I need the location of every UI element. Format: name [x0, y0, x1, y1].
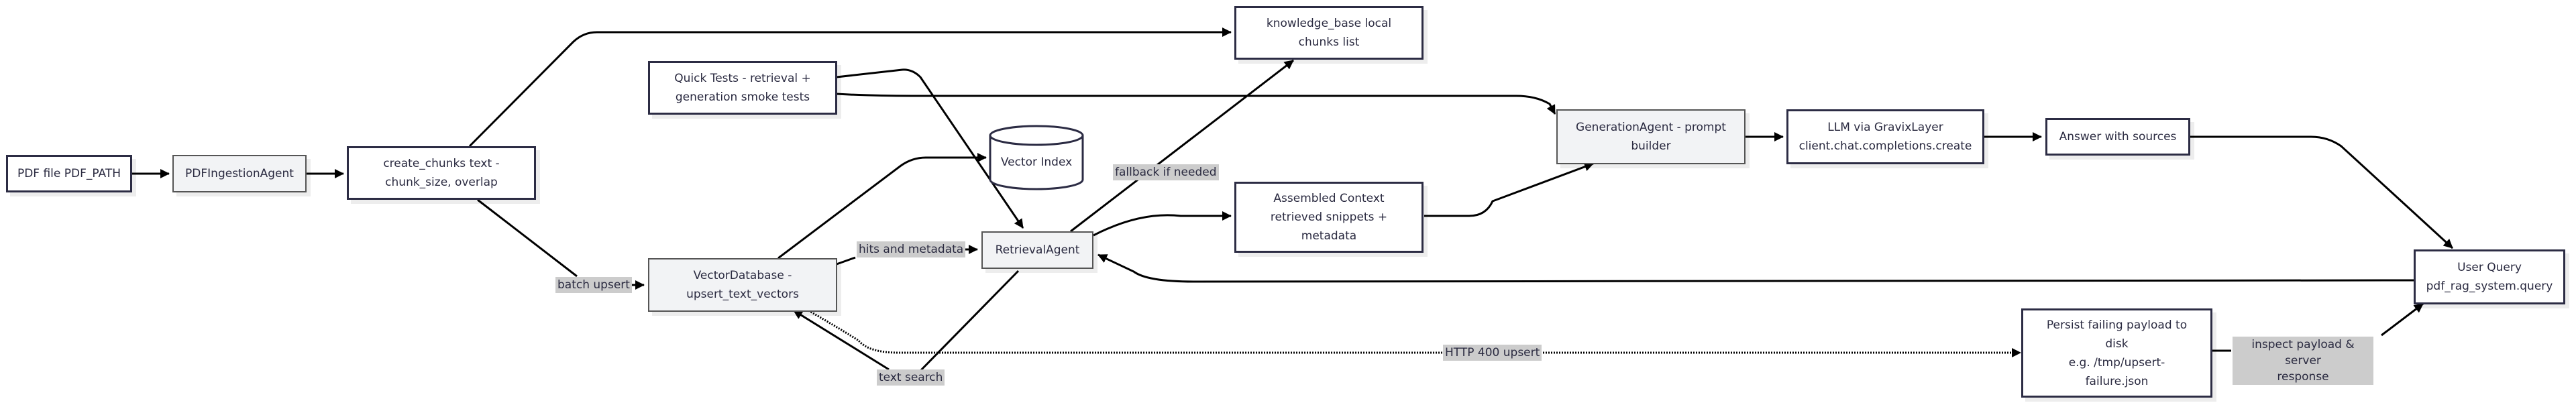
edge-vectordb-to-vector-index — [777, 153, 987, 259]
node-vector-index-label[interactable]: Vector Index — [1000, 156, 1073, 169]
node-pdf-file[interactable]: PDF file PDF_PATH — [6, 155, 132, 192]
node-vector-database[interactable]: VectorDatabase - upsert_text_vectors — [648, 258, 837, 312]
node-answer-with-sources[interactable]: Answer with sources — [2045, 118, 2190, 156]
node-knowledge-base[interactable]: knowledge_base local chunks list — [1234, 6, 1424, 60]
node-generation-agent[interactable]: GenerationAgent - prompt builder — [1556, 109, 1746, 164]
edge-quicktests-to-retrieval — [836, 68, 1024, 229]
edge-user-query-to-retrieval — [1097, 253, 2416, 283]
edge-http400-dotted — [808, 309, 2021, 353]
edge-chunks-to-vectordb — [477, 198, 578, 278]
edge-label-fallback-if-needed: fallback if needed — [1113, 164, 1219, 180]
edge-label-text-search: text search — [877, 369, 945, 386]
edge-retrieval-to-vectordb-text-search — [916, 270, 1020, 375]
edge-label-http-400-upsert: HTTP 400 upsert — [1443, 345, 1542, 361]
edge-retrieval-to-context — [1093, 211, 1232, 237]
node-assembled-context[interactable]: Assembled Context retrieved snippets + m… — [1234, 182, 1424, 253]
edge-quicktests-to-generation — [836, 93, 1556, 115]
node-quick-tests[interactable]: Quick Tests - retrieval + generation smo… — [648, 61, 837, 115]
node-persist-failing-payload[interactable]: Persist failing payload to disk e.g. /tm… — [2021, 308, 2212, 398]
edge-answer-to-user-query — [2190, 135, 2454, 249]
edge-text-search-to-vectordb — [793, 309, 890, 371]
vector-index-cylinder — [989, 125, 1084, 190]
edge-context-to-generation — [1424, 162, 1594, 217]
node-pdf-ingestion-agent[interactable]: PDFIngestionAgent — [172, 155, 307, 192]
edge-label-batch-upsert: batch upsert — [555, 277, 632, 293]
node-retrieval-agent[interactable]: RetrievalAgent — [981, 231, 1093, 269]
edge-retrieval-to-knowledge-base — [1070, 59, 1294, 233]
edge-label-hits-and-metadata: hits and metadata — [857, 241, 966, 257]
edge-inspect-to-user-query — [2381, 302, 2424, 337]
node-llm-gravixlayer[interactable]: LLM via GravixLayer client.chat.completi… — [1786, 109, 1984, 164]
edge-chunks-to-knowledge-base — [468, 27, 1232, 148]
edge-vectordb-to-hits — [836, 256, 856, 266]
edge-label-inspect-payload: inspect payload & server response — [2233, 337, 2373, 385]
node-create-chunks[interactable]: create_chunks text - chunk_size, overlap — [347, 146, 536, 200]
node-user-query[interactable]: User Query pdf_rag_system.query — [2414, 249, 2565, 304]
